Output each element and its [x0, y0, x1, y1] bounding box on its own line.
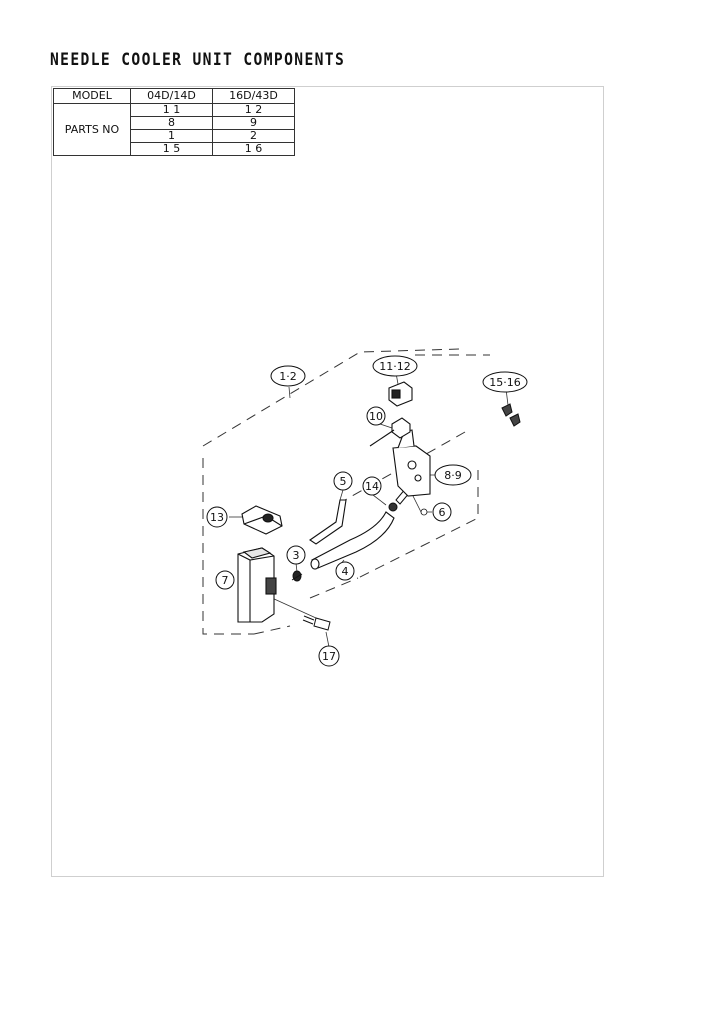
- parts-table: MODEL 04D/14D 16D/43D PARTS NO 1 1 1 2 8…: [53, 88, 295, 156]
- needle-rod-part: [369, 417, 411, 447]
- callout-label: 5: [340, 475, 347, 488]
- callout-15-16: 15·16: [482, 371, 528, 393]
- callout-4: 4: [335, 561, 355, 581]
- callout-10: 10: [366, 406, 386, 426]
- callout-5: 5: [333, 471, 353, 491]
- screw-part: [302, 615, 331, 631]
- table-cell: 1 1: [130, 103, 213, 117]
- callout-label: 8·9: [444, 469, 462, 482]
- callout-11-12: 11·12: [372, 355, 418, 377]
- clamp-part: [291, 570, 303, 582]
- callout-8-9: 8·9: [434, 464, 472, 486]
- table-cell: 1 6: [212, 142, 295, 156]
- callout-3: 3: [286, 545, 306, 565]
- callout-6: 6: [420, 502, 452, 522]
- callout-label: 15·16: [489, 376, 521, 389]
- diagram-frame: [51, 86, 604, 877]
- callout-7: 7: [215, 570, 235, 590]
- callout-label: 1·2: [279, 370, 297, 383]
- bracket-plate-part: [392, 429, 431, 497]
- nozzle-body-part: [237, 547, 277, 623]
- callout-1-2: 1·2: [270, 365, 306, 387]
- pipe-part: [309, 499, 347, 545]
- callout-17: 17: [318, 645, 340, 667]
- table-cell: 1 5: [130, 142, 213, 156]
- hose-part: [310, 511, 395, 570]
- callout-label: 10: [369, 410, 383, 423]
- callout-label: 14: [365, 480, 379, 493]
- callout-13: 13: [206, 506, 228, 528]
- top-cap-part: [241, 505, 283, 535]
- screws-part: [501, 403, 521, 427]
- callout-label: 7: [222, 574, 229, 587]
- callout-label: 13: [210, 511, 224, 524]
- callout-label: 11·12: [379, 360, 411, 373]
- callout-label: 3: [293, 549, 300, 562]
- table-header-row: MODEL 04D/14D 16D/43D: [53, 88, 295, 104]
- callout-label: 4: [342, 565, 349, 578]
- page-title: NEEDLE COOLER UNIT COMPONENTS: [50, 50, 346, 70]
- callout-label: 6: [439, 506, 446, 519]
- callout-14: 14: [362, 476, 382, 496]
- pad-part: [388, 381, 413, 407]
- table-row: 1 2: [54, 129, 295, 143]
- callout-label: 17: [322, 650, 336, 663]
- table-row: 1 5 1 6: [54, 142, 295, 156]
